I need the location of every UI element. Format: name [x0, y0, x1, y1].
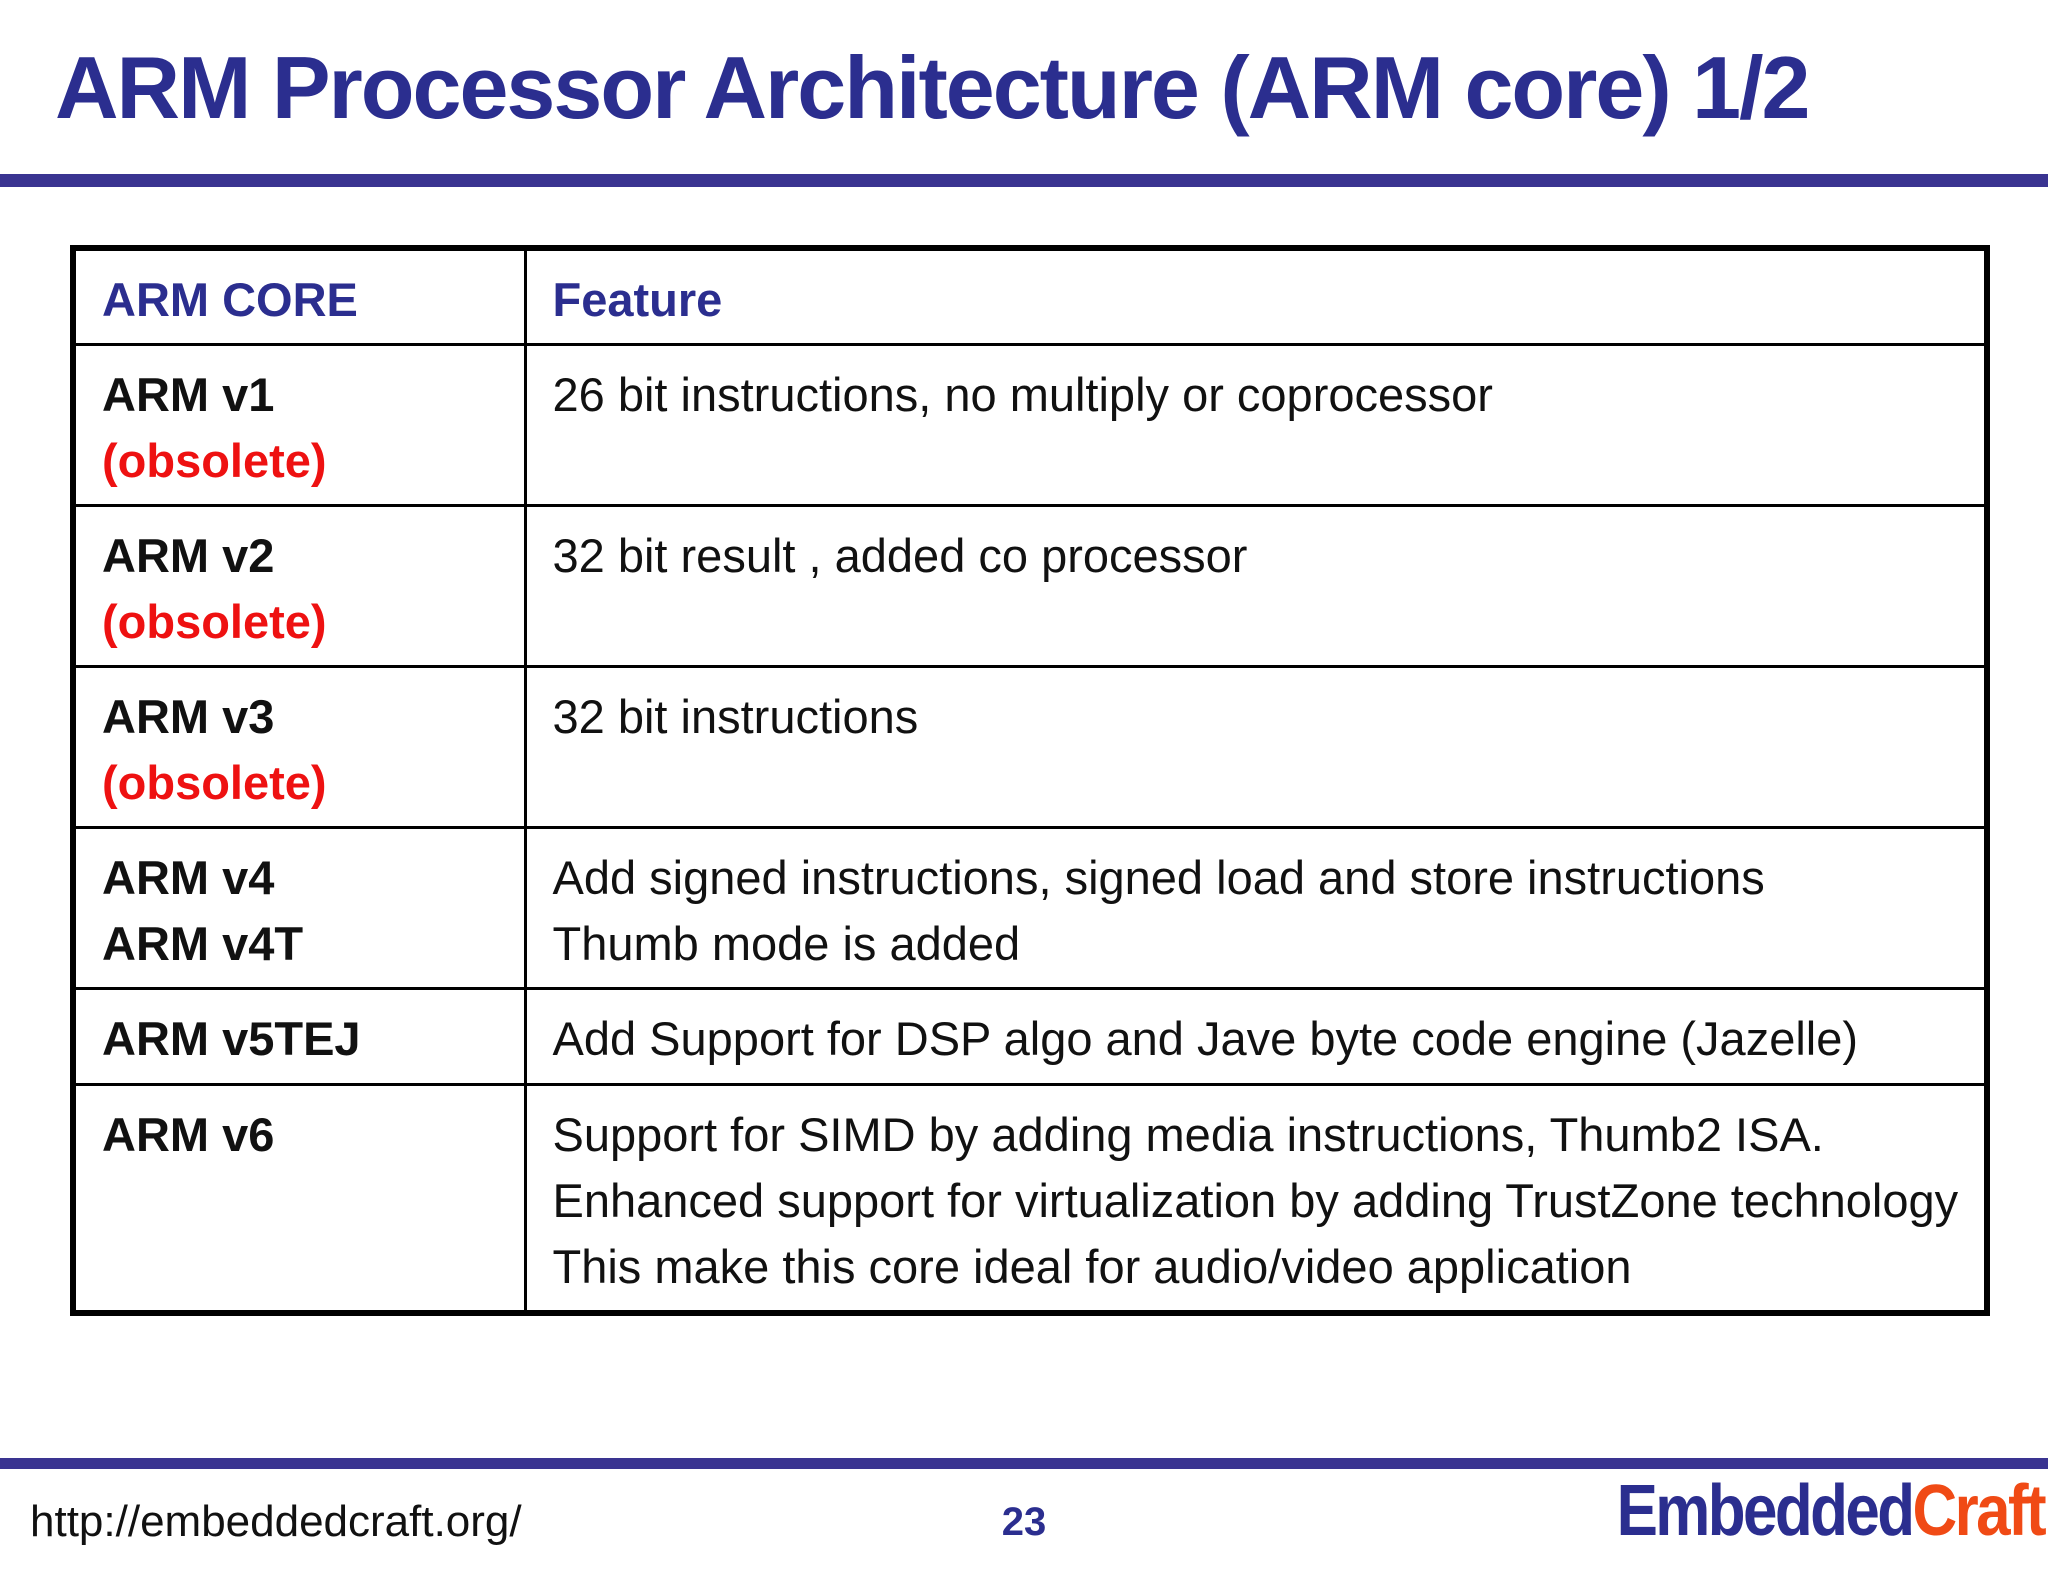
title-rule: [0, 174, 2048, 187]
core-label: ARM v4T: [102, 917, 304, 970]
slide-title: ARM Processor Architecture (ARM core) 1/…: [55, 38, 1810, 137]
header-arm-core: ARM CORE: [71, 246, 527, 346]
page-number: 23: [1001, 1500, 1047, 1544]
feature-text: Enhanced support for virtualization by a…: [552, 1174, 1959, 1227]
table-header-row: ARM CORE Feature: [71, 246, 1989, 346]
feature-text: Add signed instructions, signed load and…: [552, 851, 1765, 904]
cell-core-v3: ARM v3 (obsolete): [71, 665, 527, 829]
cell-feature-v4: Add signed instructions, signed load and…: [523, 826, 1989, 990]
logo-craft-text: Craft: [1912, 1471, 2046, 1551]
feature-text: Support for SIMD by adding media instruc…: [552, 1108, 1824, 1161]
core-label: ARM v5TEJ: [102, 1012, 361, 1065]
core-label: ARM v6: [102, 1108, 275, 1161]
table-row-arm-v5tej: ARM v5TEJ Add Support for DSP algo and J…: [71, 987, 1989, 1086]
table-row-arm-v6: ARM v6 Support for SIMD by adding media …: [71, 1083, 1989, 1315]
cell-feature-v5tej: Add Support for DSP algo and Jave byte c…: [523, 987, 1989, 1086]
core-label: ARM v1: [102, 368, 275, 421]
feature-text: 32 bit instructions: [552, 690, 919, 743]
feature-text: This make this core ideal for audio/vide…: [552, 1240, 1632, 1293]
core-label: ARM v4: [102, 851, 275, 904]
cell-core-v4: ARM v4 ARM v4T: [71, 826, 527, 990]
cell-feature-v3: 32 bit instructions: [523, 665, 1989, 829]
feature-text: 26 bit instructions, no multiply or copr…: [552, 368, 1493, 421]
feature-text: Add Support for DSP algo and Jave byte c…: [552, 1012, 1859, 1065]
logo-embedded-text: Embedded: [1616, 1471, 1915, 1551]
feature-text: Thumb mode is added: [552, 917, 1021, 970]
cell-feature-v1: 26 bit instructions, no multiply or copr…: [523, 343, 1989, 507]
cell-core-v5tej: ARM v5TEJ: [71, 987, 527, 1086]
embeddedcraft-logo: EmbeddedCraft: [1616, 1471, 2047, 1551]
table-row-arm-v2: ARM v2 (obsolete) 32 bit result , added …: [71, 504, 1989, 668]
footer-rule: [0, 1458, 2048, 1469]
obsolete-tag: (obsolete): [102, 434, 327, 487]
cell-feature-v2: 32 bit result , added co processor: [523, 504, 1989, 668]
table-row-arm-v4: ARM v4 ARM v4T Add signed instructions, …: [71, 826, 1989, 990]
cell-feature-v6: Support for SIMD by adding media instruc…: [523, 1083, 1989, 1315]
table-row-arm-v3: ARM v3 (obsolete) 32 bit instructions: [71, 665, 1989, 829]
core-label: ARM v2: [102, 529, 275, 582]
cell-core-v1: ARM v1 (obsolete): [71, 343, 527, 507]
obsolete-tag: (obsolete): [102, 756, 327, 809]
cell-core-v6: ARM v6: [71, 1083, 527, 1315]
feature-text: 32 bit result , added co processor: [552, 529, 1248, 582]
core-label: ARM v3: [102, 690, 275, 743]
arm-core-table: ARM CORE Feature ARM v1 (obsolete) 26 bi…: [70, 245, 1990, 1316]
header-feature: Feature: [523, 246, 1989, 346]
obsolete-tag: (obsolete): [102, 595, 327, 648]
table-row-arm-v1: ARM v1 (obsolete) 26 bit instructions, n…: [71, 343, 1989, 507]
cell-core-v2: ARM v2 (obsolete): [71, 504, 527, 668]
footer-url[interactable]: http://embeddedcraft.org/: [30, 1497, 522, 1546]
